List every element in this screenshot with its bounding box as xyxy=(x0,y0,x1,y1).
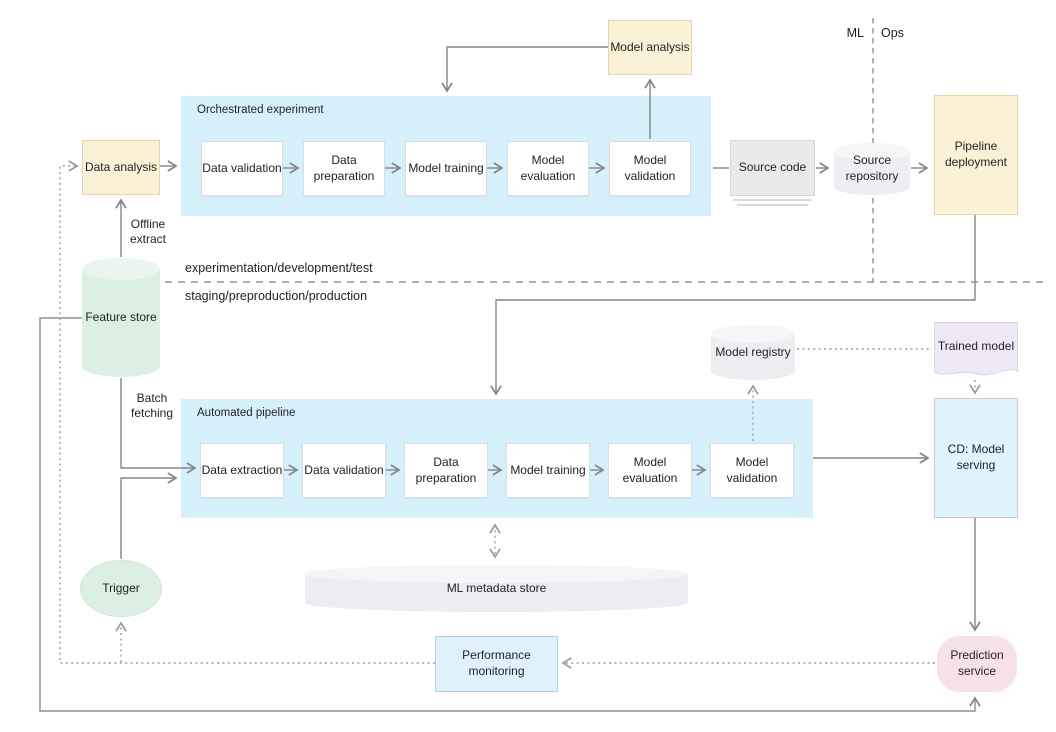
node-source-code: Source code xyxy=(730,140,815,196)
node-prediction-service: Prediction service xyxy=(937,636,1017,692)
step-data-preparation: Data preparation xyxy=(404,443,488,498)
node-trained-model: Trained model xyxy=(934,322,1018,378)
step-data-validation: Data validation xyxy=(201,141,283,196)
feature-store-label: Feature store xyxy=(85,310,157,325)
node-pipeline-deployment: Pipeline deployment xyxy=(934,95,1018,215)
model-registry-cylinder xyxy=(711,325,795,380)
node-cd-model-serving: CD: Model serving xyxy=(934,398,1018,518)
zone-label-staging: staging/preproduction/production xyxy=(185,289,368,303)
ml-label: ML xyxy=(846,26,864,40)
step-data-validation: Data validation xyxy=(302,443,386,498)
edge-feature-store-to-prediction-service xyxy=(39,317,981,712)
source-repository-label: Source repository xyxy=(845,153,899,183)
edge-batch-fetching xyxy=(120,378,197,474)
orchestrated-experiment-label: Orchestrated experiment xyxy=(197,104,324,116)
orchestrated-steps-layer: Data validation Data preparation Model t… xyxy=(181,96,711,216)
step-data-extraction: Data extraction xyxy=(200,443,284,498)
step-model-evaluation: Model evaluation xyxy=(608,443,692,498)
automated-pipeline-label: Automated pipeline xyxy=(197,407,296,419)
ops-label: Ops xyxy=(881,26,904,40)
node-model-registry: Model registry xyxy=(711,325,795,380)
node-source-repository: Source repository xyxy=(834,143,910,195)
ml-metadata-store-cylinder xyxy=(305,565,688,612)
container-automated-pipeline: Automated pipeline xyxy=(181,399,813,518)
node-data-analysis: Data analysis xyxy=(82,140,160,195)
batch-fetching-label: Batch fetching xyxy=(130,391,174,420)
automated-steps-layer: Data extraction Data validation Data pre… xyxy=(181,399,813,518)
edge-dotted-monitoring-to-data-analysis xyxy=(59,160,435,664)
model-registry-label: Model registry xyxy=(715,344,791,359)
offline-extract-label: Offline extract xyxy=(129,217,166,246)
step-model-evaluation: Model evaluation xyxy=(507,141,589,196)
edge-model-analysis-feedback xyxy=(441,46,608,93)
node-ml-metadata-store: ML metadata store xyxy=(305,565,688,612)
feature-store-cylinder xyxy=(82,258,160,377)
ml-metadata-store-label: ML metadata store xyxy=(446,580,547,595)
step-model-training: Model training xyxy=(506,443,590,498)
node-performance-monitoring: Performance monitoring xyxy=(435,636,558,692)
node-trigger: Trigger xyxy=(80,560,162,617)
step-data-preparation: Data preparation xyxy=(303,141,385,196)
edge-pipeline-deployment-to-automated xyxy=(490,215,976,396)
step-model-validation: Model validation xyxy=(710,443,794,498)
source-repository-cylinder xyxy=(834,143,910,195)
node-feature-store: Feature store xyxy=(82,258,160,378)
node-model-analysis: Model analysis xyxy=(608,20,692,75)
step-model-training: Model training xyxy=(405,141,487,196)
zone-label-experimentation: experimentation/development/test xyxy=(185,261,373,275)
trained-model-label: Trained model xyxy=(937,339,1015,354)
trained-model-document-shape xyxy=(934,322,1018,376)
edge-trigger-to-automated xyxy=(120,472,178,559)
step-model-validation: Model validation xyxy=(609,141,691,196)
